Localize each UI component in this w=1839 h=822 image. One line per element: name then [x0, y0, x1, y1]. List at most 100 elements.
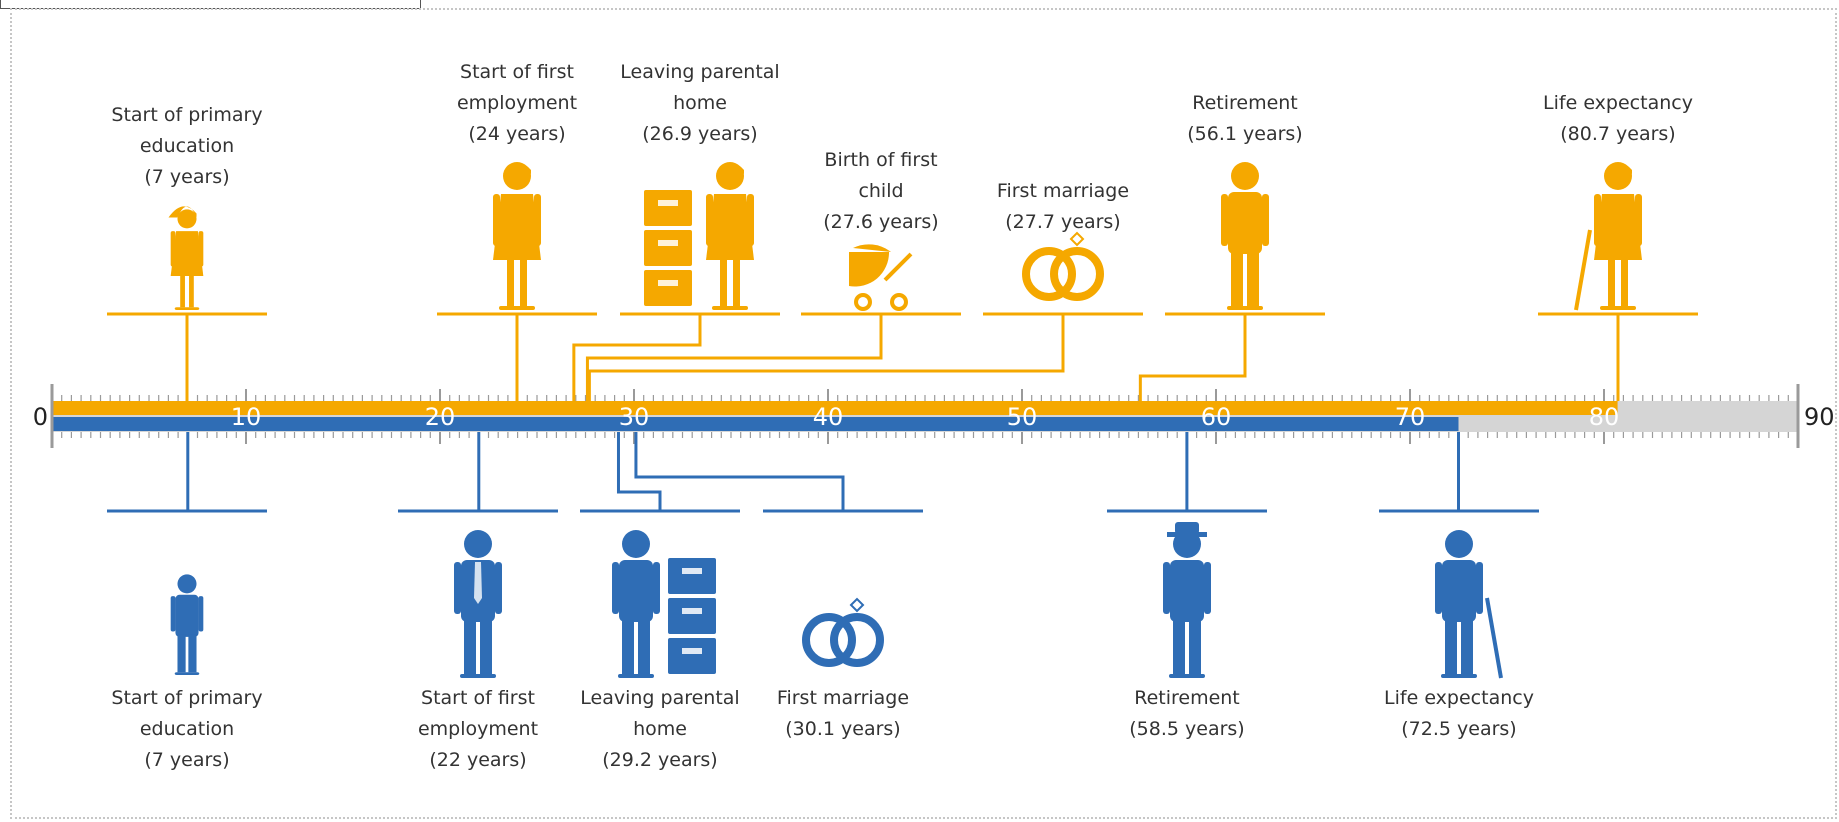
box-label — [682, 648, 702, 654]
box — [644, 230, 692, 266]
event-label-line: First marriage — [997, 180, 1129, 202]
chart-frame — [10, 8, 1837, 819]
torso — [1442, 560, 1476, 622]
event-label-line: (27.7 years) — [1005, 211, 1120, 233]
event-label-line: (26.9 years) — [642, 123, 757, 145]
event-label-line: (7 years) — [144, 166, 229, 188]
cane — [1574, 229, 1592, 311]
male-event-rings: First marriage(30.1 years) — [634, 432, 923, 740]
ring — [1022, 247, 1076, 301]
arm — [1221, 194, 1228, 246]
leg — [1461, 618, 1473, 674]
box-label — [682, 608, 702, 614]
dress — [493, 194, 541, 260]
event-connector — [585, 314, 883, 401]
event-label-line: child — [858, 180, 903, 202]
event-connector — [634, 432, 845, 511]
feet — [174, 307, 200, 310]
pram-body — [849, 252, 890, 287]
leg — [188, 634, 197, 673]
head — [1231, 162, 1259, 190]
leg — [464, 618, 476, 674]
dress — [1594, 194, 1642, 260]
leg — [480, 618, 492, 674]
event-label-line: Retirement — [1192, 92, 1298, 114]
leg — [1173, 618, 1185, 674]
torso — [175, 594, 199, 637]
man-with-boxes-icon — [612, 530, 716, 678]
arm — [495, 562, 502, 614]
feet — [618, 674, 654, 678]
box — [668, 598, 716, 634]
axis-tick-label: 70 — [1395, 403, 1426, 431]
pram-icon — [849, 244, 913, 311]
dress — [706, 194, 754, 260]
event-label-line: (56.1 years) — [1187, 123, 1302, 145]
box-label — [658, 280, 678, 286]
head — [464, 530, 492, 558]
dress — [170, 231, 204, 276]
arm — [1635, 194, 1642, 246]
arm — [454, 562, 461, 614]
box-label — [658, 200, 678, 206]
ring — [830, 613, 884, 667]
head — [1445, 530, 1473, 558]
axis-tick-label: 50 — [1007, 403, 1038, 431]
hair — [716, 162, 744, 174]
rings-icon — [802, 597, 884, 667]
boy-icon — [170, 574, 204, 675]
event-label-line: (29.2 years) — [602, 749, 717, 771]
axis-tick-label: 60 — [1201, 403, 1232, 431]
hair — [1604, 162, 1632, 174]
arm — [612, 562, 619, 614]
feet — [499, 306, 535, 310]
gem — [849, 597, 865, 613]
arm — [170, 231, 176, 267]
ring — [1050, 247, 1104, 301]
arm — [1163, 562, 1170, 614]
axis-tick-label: 90 — [1804, 403, 1835, 431]
old-woman-icon — [1574, 162, 1642, 311]
head — [1604, 162, 1632, 190]
leg — [507, 260, 514, 306]
businesswoman-icon — [493, 162, 541, 310]
arm — [1594, 194, 1601, 246]
box-label — [658, 240, 678, 246]
arm — [1435, 562, 1442, 614]
event-label-line: Leaving parental — [620, 61, 779, 83]
leg — [189, 276, 194, 308]
leg — [638, 618, 650, 674]
box — [668, 558, 716, 594]
event-label-line: employment — [418, 718, 538, 740]
axis-tick-label: 10 — [231, 403, 262, 431]
pram-hood — [853, 244, 891, 252]
leg — [180, 276, 185, 308]
event-label-line: First marriage — [777, 687, 909, 709]
feet — [1227, 306, 1263, 310]
woman-with-boxes-icon — [644, 162, 754, 310]
arm — [198, 596, 204, 632]
event-label-line: Start of primary — [111, 687, 262, 709]
event-label-line: home — [673, 92, 727, 114]
arm — [653, 562, 660, 614]
torso — [1228, 192, 1262, 254]
leg — [177, 634, 186, 673]
event-label-line: Birth of first — [824, 149, 937, 171]
event-label-line: Life expectancy — [1384, 687, 1534, 709]
head — [622, 530, 650, 558]
event-connector — [587, 314, 1065, 401]
male-event-retired-man: Retirement(58.5 years) — [1107, 432, 1267, 740]
leg — [1445, 618, 1457, 674]
feet — [460, 674, 496, 678]
leg — [1608, 260, 1615, 306]
retired-woman-icon — [1221, 162, 1269, 310]
event-label-line: Start of primary — [111, 104, 262, 126]
box-label — [682, 568, 702, 574]
event-connector — [572, 314, 702, 401]
event-label-line: Life expectancy — [1543, 92, 1693, 114]
arm — [1476, 562, 1483, 614]
